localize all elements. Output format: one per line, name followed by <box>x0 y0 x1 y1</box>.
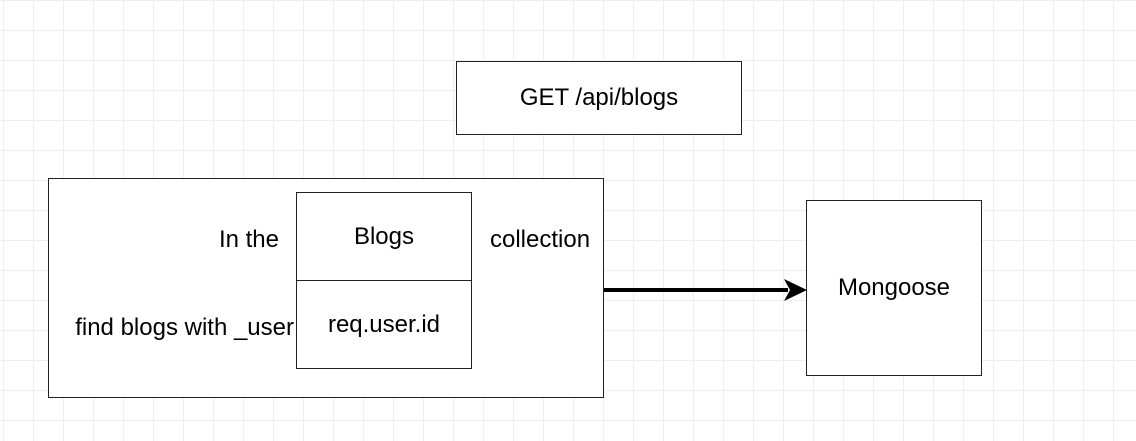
collection-name-cell: Blogs <box>296 192 472 282</box>
arrow-head <box>784 279 807 301</box>
request-label: GET /api/blogs <box>519 84 679 111</box>
in-the-label: In the <box>218 226 279 253</box>
mongoose-label: Mongoose <box>837 274 951 301</box>
filter-label: find blogs with _user <box>75 314 294 341</box>
request-box: GET /api/blogs <box>456 61 742 135</box>
mongoose-box: Mongoose <box>806 200 982 376</box>
filter-value-label: req.user.id <box>327 310 441 338</box>
filter-value-cell: req.user.id <box>296 280 472 369</box>
collection-label: collection <box>490 226 591 253</box>
collection-name-label: Blogs <box>353 223 415 250</box>
